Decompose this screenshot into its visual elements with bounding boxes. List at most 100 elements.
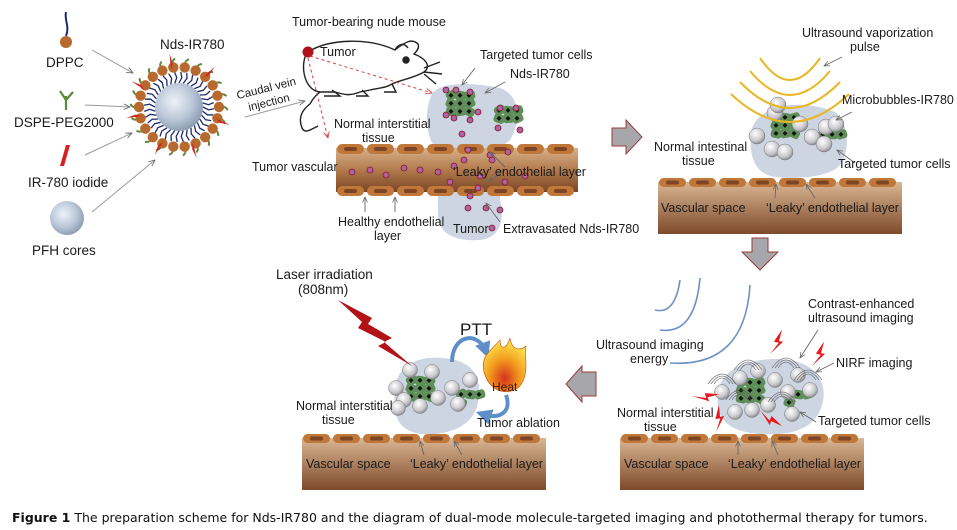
ir780-molecule <box>154 141 164 156</box>
label-leaky-panel3: ‘Leaky’ endothelial layer <box>728 457 861 471</box>
label-dspe-peg2000: DSPE-PEG2000 <box>14 115 114 130</box>
lipid-head <box>212 90 223 101</box>
label-mouse-title: Tumor-bearing nude mouse <box>292 15 446 29</box>
label-tissue-panel3: tissue <box>644 420 677 434</box>
cell-nucleus <box>448 100 454 106</box>
process-arrow-right[interactable] <box>611 118 643 156</box>
label-808nm: (808nm) <box>298 282 349 297</box>
cell-nucleus <box>460 436 473 441</box>
vascular-base <box>620 438 864 490</box>
echo-arc <box>736 361 760 371</box>
echo-arc <box>725 389 755 401</box>
panel1-pointers <box>365 67 506 223</box>
label-ultrasound-imaging: Ultrasound imaging <box>596 338 704 352</box>
label-leaky-panel4: ‘Leaky’ endothelial layer <box>410 457 543 471</box>
tumor-dot <box>302 46 314 58</box>
echo-arc <box>777 361 795 369</box>
cell-nucleus <box>782 130 788 136</box>
lipid-head <box>179 62 190 73</box>
echo-arc <box>796 371 820 381</box>
label-ultrasound-vaporization: Ultrasound vaporization <box>802 26 934 40</box>
label-normal-interstitial-panel4: Normal interstitial <box>296 399 393 413</box>
cell-nucleus <box>457 100 463 106</box>
caption-label: Figure 1 <box>12 510 71 525</box>
cell-nucleus <box>430 436 443 441</box>
microbubble <box>748 127 766 145</box>
echo-arc <box>710 375 734 385</box>
cell-nucleus <box>816 180 829 185</box>
cell-nucleus <box>666 180 679 185</box>
cell-nucleus <box>718 436 731 441</box>
pfh-core <box>155 83 203 131</box>
cell-nucleus <box>786 180 799 185</box>
label-dppc: DPPC <box>46 55 84 70</box>
microbubble <box>744 402 760 418</box>
cell-nucleus <box>434 189 447 193</box>
cell-nucleus <box>457 108 463 114</box>
label-tumor-vascular: Tumor vascular <box>252 160 338 174</box>
echo-arc <box>770 393 794 403</box>
echo-arc <box>773 395 791 403</box>
cell-nucleus <box>778 436 791 441</box>
label-tumor: Tumor <box>320 45 356 59</box>
cell-nucleus <box>748 436 761 441</box>
cell-nucleus <box>490 436 503 441</box>
cell-nucleus <box>344 147 357 151</box>
echo-arc <box>774 359 798 369</box>
microbubble <box>769 96 787 114</box>
nirf-signal-bolt <box>812 341 826 367</box>
cell-nucleus <box>417 393 423 399</box>
echo-arc <box>793 369 823 381</box>
label-leaky-panel1: ‘Leaky’ endothelial layer <box>453 165 586 179</box>
cell-nucleus <box>696 180 709 185</box>
microbubble <box>462 372 478 388</box>
cell-nucleus <box>457 92 463 98</box>
microbubble <box>791 115 809 133</box>
cell-nucleus <box>524 189 537 193</box>
label-heat: Heat <box>492 380 518 394</box>
label-extravasated: Extravasated Nds-IR780 <box>503 222 640 236</box>
process-arrow-down[interactable] <box>740 237 780 271</box>
ultrasound-imaging-wave <box>654 279 681 312</box>
microbubble <box>412 398 428 414</box>
nirf-signal-bolt <box>715 404 725 432</box>
lipid-head <box>140 123 151 134</box>
lipid-head <box>157 65 168 76</box>
laser-bolt-icon <box>338 300 412 366</box>
lipid-head <box>140 80 151 91</box>
cell-nucleus <box>782 114 788 120</box>
cell-nucleus <box>417 377 423 383</box>
label-tissue: tissue <box>362 131 395 145</box>
cell-nucleus <box>786 399 792 405</box>
cell-nucleus <box>756 379 762 385</box>
microbubble <box>732 370 748 386</box>
process-arrow-left[interactable] <box>565 364 597 404</box>
cell-nucleus <box>782 122 788 128</box>
microbubble <box>802 382 818 398</box>
vessel-body <box>336 148 578 192</box>
lipid-head <box>190 138 201 149</box>
panel3-artwork <box>620 277 864 490</box>
injection-arrow <box>244 101 305 118</box>
label-healthy-endothelial: Healthy endothelial <box>338 215 445 229</box>
microbubble <box>402 362 418 378</box>
cell-nucleus <box>747 379 753 385</box>
cell-nucleus <box>520 436 533 441</box>
lipid-head <box>190 65 201 76</box>
label-vascular-space-panel3: Vascular space <box>624 457 709 471</box>
ir780-molecule <box>126 114 143 118</box>
cell-nucleus <box>310 436 323 441</box>
panel2-artwork <box>658 56 902 234</box>
cell-nucleus <box>494 147 507 151</box>
lipid-head <box>168 141 179 152</box>
ultrasound-pulse-wave <box>759 57 821 81</box>
lipid-head <box>135 90 146 101</box>
microbubble <box>450 396 466 412</box>
ultrasound-pulse-wave <box>749 70 831 96</box>
cell-nucleus <box>688 436 701 441</box>
cell-nucleus <box>496 115 502 121</box>
cell-nucleus <box>773 130 779 136</box>
label-ultrasound-imaging-2: ultrasound imaging <box>808 311 914 325</box>
cell-nucleus <box>370 436 383 441</box>
